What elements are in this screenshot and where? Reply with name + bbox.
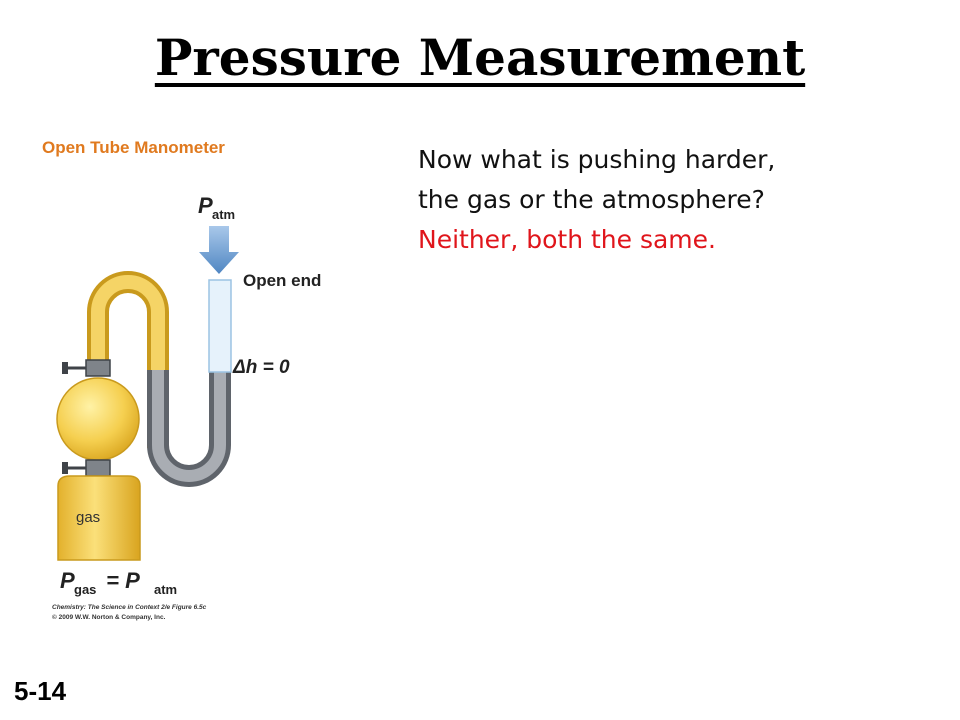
lower-valve-icon xyxy=(62,459,111,477)
figure-credit-1: Chemistry: The Science in Context 2/e Fi… xyxy=(52,604,207,611)
manometer-figure: gas P atm Open end Δh = 0 P gas = P atm … xyxy=(52,193,321,621)
delta-h-label: Δh = 0 xyxy=(232,357,290,378)
open-end-label: Open end xyxy=(243,271,321,290)
question-block: Now what is pushing harder, the gas or t… xyxy=(418,140,775,260)
eq-equals-p: = P xyxy=(100,568,140,593)
gas-cylinder xyxy=(57,475,141,561)
slide-title: Pressure Measurement xyxy=(154,28,806,87)
eq-gas-subscript: gas xyxy=(74,582,96,597)
upper-valve-icon xyxy=(62,359,111,377)
atmosphere-arrow-icon xyxy=(199,226,239,274)
gas-bulb xyxy=(56,377,140,461)
figure-credit-2: © 2009 W.W. Norton & Company, Inc. xyxy=(52,613,166,621)
open-tube-end xyxy=(208,279,232,373)
question-line-1: Now what is pushing harder, xyxy=(418,145,776,174)
figure-subtitle: Open Tube Manometer xyxy=(42,138,225,157)
answer-text: Neither, both the same. xyxy=(418,225,716,254)
p-atm-subscript: atm xyxy=(212,207,235,222)
eq-p-gas: P xyxy=(60,568,75,593)
slide-number: 5-14 xyxy=(14,676,67,706)
gas-label: gas xyxy=(76,509,100,526)
eq-atm-subscript: atm xyxy=(154,582,177,597)
p-atm-symbol: P xyxy=(198,193,213,218)
question-line-2: the gas or the atmosphere? xyxy=(418,185,765,214)
